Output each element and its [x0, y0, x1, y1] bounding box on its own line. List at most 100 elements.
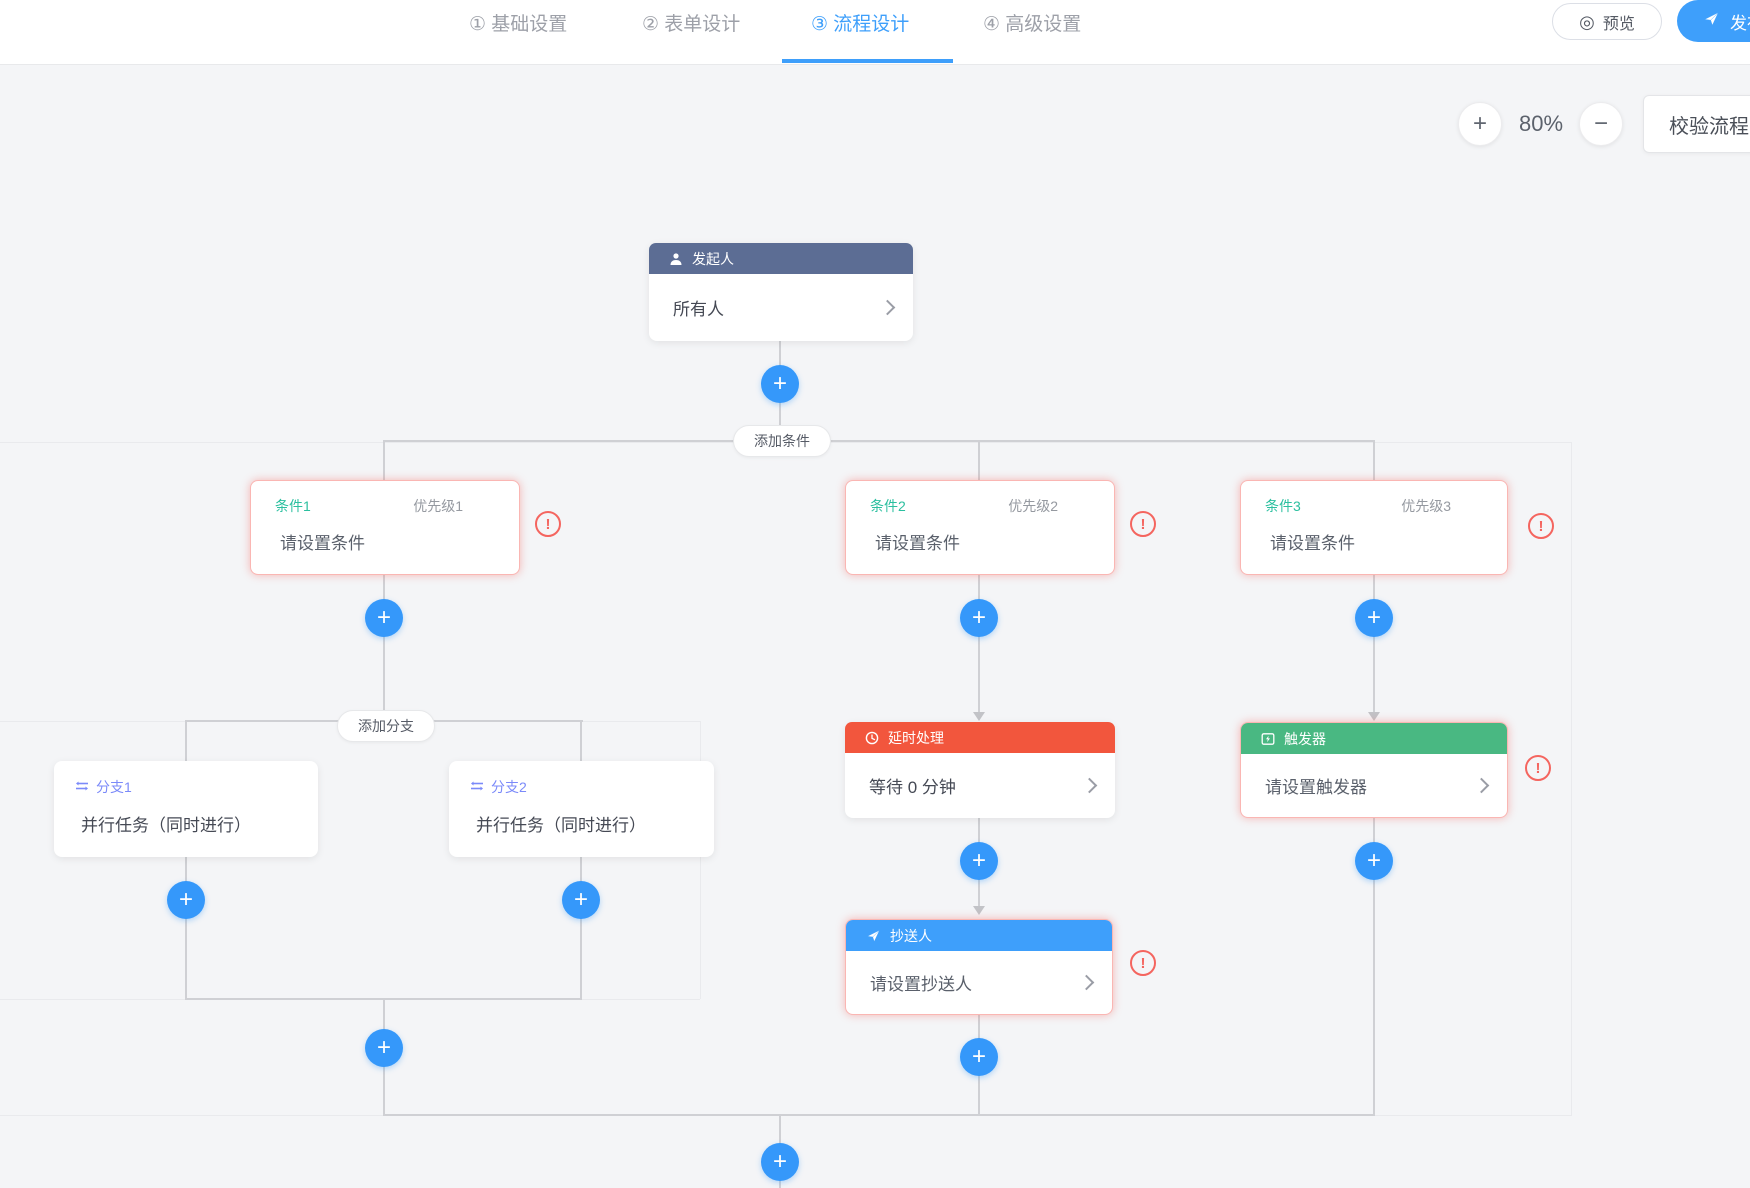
branch-name: 分支2	[491, 779, 527, 795]
branch-value: 并行任务（同时进行）	[476, 816, 646, 835]
warning-icon: !	[535, 511, 561, 537]
plus-icon: +	[971, 847, 986, 874]
connector-line	[185, 857, 187, 1000]
preview-button-label: 预览	[1602, 15, 1635, 33]
node-trigger-title: 触发器	[1284, 730, 1326, 747]
branch-name: 分支1	[96, 779, 132, 795]
add-node-button[interactable]: +	[761, 365, 799, 403]
node-cc-title: 抄送人	[890, 927, 932, 944]
add-node-button[interactable]: +	[960, 599, 998, 637]
node-cc-value: 请设置抄送人	[870, 975, 972, 994]
grid-line	[700, 721, 701, 999]
add-branch-label: 添加分支	[358, 718, 414, 734]
arrow-down-icon	[973, 712, 985, 721]
chevron-right-icon	[1078, 974, 1095, 991]
plus-icon: +	[376, 604, 391, 631]
connector-line	[1373, 818, 1375, 1116]
connector-line	[383, 440, 1375, 442]
tab-form-design[interactable]: ② 表单设计	[642, 14, 741, 35]
add-node-button[interactable]: +	[1355, 599, 1393, 637]
tab-basic-settings[interactable]: ① 基础设置	[469, 14, 568, 35]
node-initiator[interactable]: 发起人 所有人	[649, 243, 913, 341]
condition-value: 请设置条件	[280, 534, 365, 553]
minus-icon: −	[1593, 110, 1608, 137]
add-condition-button[interactable]: 添加条件	[733, 425, 831, 457]
publish-button[interactable]: 发布	[1677, 0, 1750, 42]
add-node-button[interactable]: +	[562, 881, 600, 919]
node-trigger[interactable]: 触发器 请设置触发器	[1240, 722, 1508, 818]
condition-priority: 优先级2	[1008, 498, 1058, 514]
tab-process-design[interactable]: ③ 流程设计	[811, 14, 910, 35]
add-node-button[interactable]: +	[960, 842, 998, 880]
zoom-out-button[interactable]: −	[1579, 102, 1623, 146]
connector-line	[185, 720, 187, 762]
node-delay-value: 等待 0 分钟	[869, 778, 956, 797]
validate-flow-button[interactable]: 校验流程	[1643, 95, 1750, 153]
active-tab-underline	[782, 59, 953, 63]
paper-plane-icon	[1703, 10, 1720, 32]
condition-priority: 优先级1	[413, 498, 463, 514]
warning-icon: !	[1525, 755, 1551, 781]
node-initiator-header: 发起人	[649, 243, 913, 274]
add-node-button[interactable]: +	[167, 881, 205, 919]
condition-value: 请设置条件	[1270, 534, 1355, 553]
parallel-icon	[75, 779, 89, 796]
node-delay-title: 延时处理	[888, 729, 944, 746]
plus-icon: +	[1366, 604, 1381, 631]
parallel-icon	[470, 779, 484, 796]
validate-flow-label: 校验流程	[1669, 115, 1749, 138]
plus-icon: +	[772, 370, 787, 397]
clock-icon	[865, 731, 879, 745]
node-cc[interactable]: 抄送人 请设置抄送人	[845, 919, 1113, 1015]
zoom-level: 80%	[1518, 111, 1564, 136]
node-delay-header: 延时处理	[845, 722, 1115, 753]
publish-button-label: 发布	[1730, 13, 1750, 33]
add-condition-label: 添加条件	[754, 433, 810, 449]
node-initiator-title: 发起人	[692, 250, 734, 267]
node-branch-2[interactable]: 分支2 并行任务（同时进行）	[449, 761, 714, 857]
add-node-button[interactable]: +	[761, 1143, 799, 1181]
add-branch-button[interactable]: 添加分支	[337, 710, 435, 742]
connector-line	[580, 720, 582, 762]
chevron-right-icon	[1081, 777, 1098, 794]
warning-icon: !	[1528, 513, 1554, 539]
add-node-button[interactable]: +	[365, 599, 403, 637]
zoom-in-button[interactable]: +	[1458, 102, 1502, 146]
warning-icon: !	[1130, 950, 1156, 976]
connector-line	[978, 440, 980, 480]
node-delay[interactable]: 延时处理 等待 0 分钟	[845, 722, 1115, 818]
connector-line	[580, 857, 582, 1000]
add-node-button[interactable]: +	[365, 1029, 403, 1067]
condition-priority: 优先级3	[1401, 498, 1451, 514]
plus-icon: +	[1472, 110, 1487, 137]
node-condition-3[interactable]: 条件3 优先级3 请设置条件	[1240, 480, 1508, 575]
node-branch-1[interactable]: 分支1 并行任务（同时进行）	[54, 761, 318, 857]
connector-line	[1373, 575, 1375, 712]
plus-icon: +	[772, 1148, 787, 1175]
preview-button[interactable]: ◎ 预览	[1552, 3, 1662, 40]
node-condition-1[interactable]: 条件1 优先级1 请设置条件	[250, 480, 520, 575]
paper-plane-icon	[866, 928, 881, 943]
connector-line	[978, 575, 980, 712]
add-node-button[interactable]: +	[960, 1038, 998, 1076]
condition-value: 请设置条件	[875, 534, 960, 553]
plus-icon: +	[971, 1043, 986, 1070]
plus-icon: +	[376, 1034, 391, 1061]
branch-value: 并行任务（同时进行）	[81, 816, 251, 835]
chevron-right-icon	[879, 299, 896, 316]
tab-advanced-settings[interactable]: ④ 高级设置	[983, 14, 1082, 35]
condition-name: 条件3	[1265, 498, 1301, 514]
add-node-button[interactable]: +	[1355, 842, 1393, 880]
arrow-down-icon	[973, 906, 985, 915]
node-initiator-value: 所有人	[673, 300, 724, 319]
connector-line	[383, 1114, 1375, 1116]
node-condition-2[interactable]: 条件2 优先级2 请设置条件	[845, 480, 1115, 575]
arrow-down-icon	[1368, 712, 1380, 721]
node-trigger-value: 请设置触发器	[1265, 778, 1367, 797]
user-icon	[669, 252, 683, 266]
connector-line	[1373, 440, 1375, 480]
plus-icon: +	[1366, 847, 1381, 874]
trigger-icon	[1261, 732, 1275, 746]
flow-canvas	[0, 64, 1750, 1188]
